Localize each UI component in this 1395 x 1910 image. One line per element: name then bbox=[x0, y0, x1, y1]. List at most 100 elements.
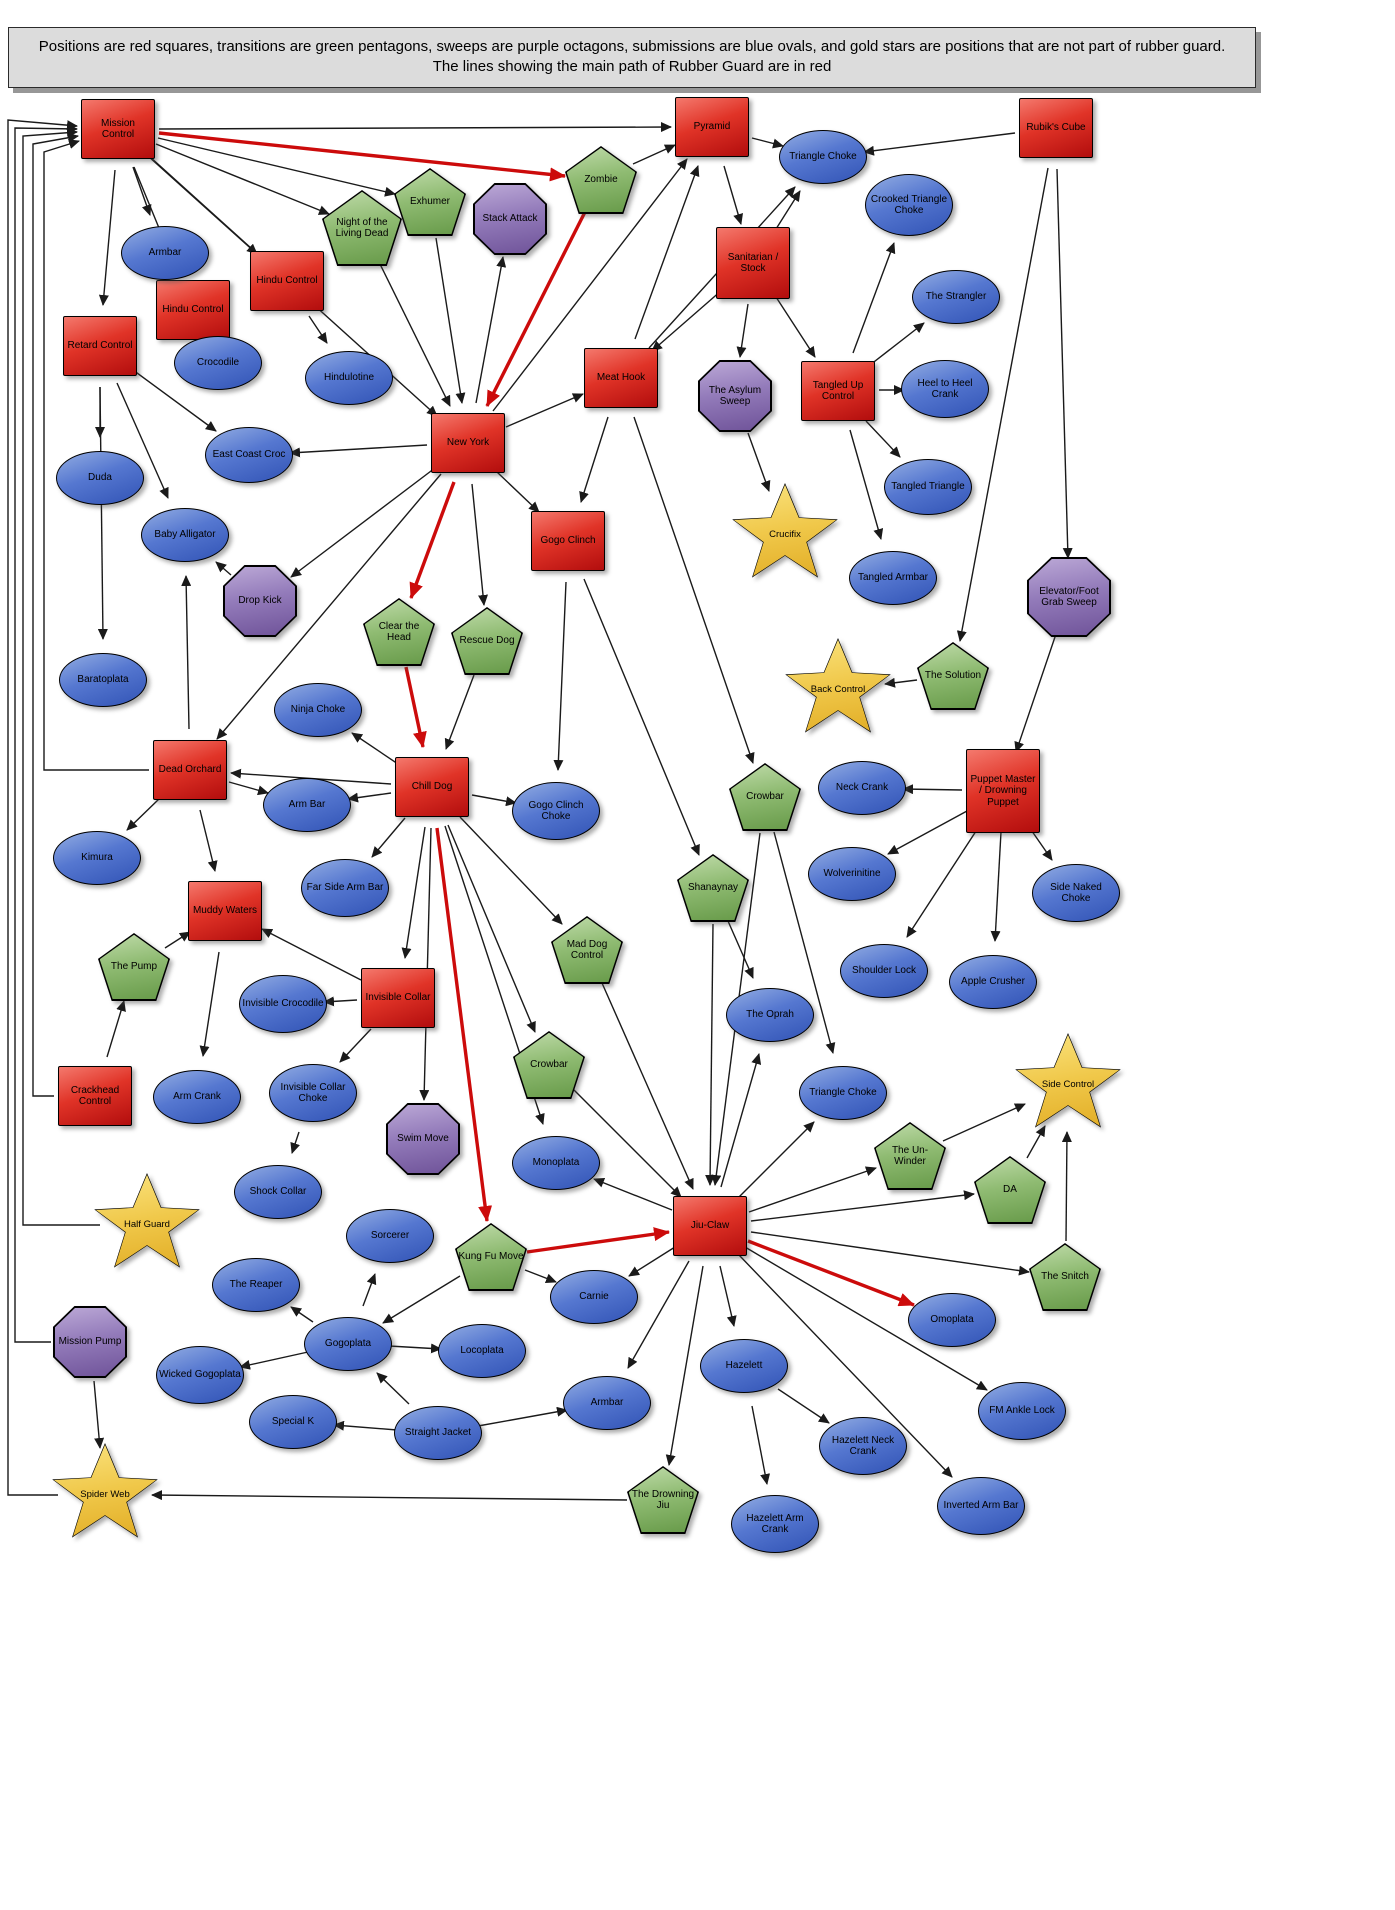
node-side-control: Side Control bbox=[1013, 1033, 1123, 1137]
node-carnie: Carnie bbox=[550, 1270, 638, 1324]
node-shape bbox=[840, 944, 928, 998]
node-shape bbox=[901, 360, 989, 418]
edge-zombie--pyramid bbox=[632, 144, 676, 165]
node-label: Triangle Choke bbox=[809, 1087, 877, 1099]
node-label: The Drowning Jiu bbox=[631, 1488, 695, 1511]
edge-the-drowning-jiu--spider-web bbox=[151, 1490, 628, 1501]
node-shape bbox=[263, 778, 351, 832]
node-side-naked-choke: Side Naked Choke bbox=[1032, 864, 1120, 922]
node-label: Mission Control bbox=[101, 117, 135, 140]
node-label: The Snitch bbox=[1041, 1271, 1089, 1283]
node-shape bbox=[819, 1417, 907, 1475]
node-shoulder-lock: Shoulder Lock bbox=[840, 944, 928, 998]
node-the-snitch: The Snitch bbox=[1029, 1243, 1101, 1311]
node-label: Tangled Triangle bbox=[891, 481, 965, 493]
edge-clear-the-head--chill-dog bbox=[404, 666, 427, 748]
node-label: Crucifix bbox=[769, 528, 801, 540]
node-hindu-control-a: Hindu Control bbox=[250, 251, 324, 311]
node-shape bbox=[808, 847, 896, 901]
edge-jiu-claw--hazelett bbox=[719, 1265, 737, 1327]
node-label: Apple Crusher bbox=[961, 976, 1025, 988]
edge-invisible-collar--muddy-waters bbox=[261, 928, 362, 981]
node-heel-to-heel-crank: Heel to Heel Crank bbox=[901, 360, 989, 418]
node-shape bbox=[141, 508, 229, 562]
node-invisible-collar-choke: Invisible Collar Choke bbox=[269, 1064, 357, 1122]
node-label: Crackhead Control bbox=[70, 1084, 120, 1107]
edge-tangled-up-control--tangled-triangle bbox=[865, 420, 901, 458]
edge-rubiks-cube--triangle-choke-1 bbox=[863, 132, 1016, 156]
node-kung-fu-move: Kung Fu Move bbox=[455, 1223, 527, 1291]
node-kimura: Kimura bbox=[53, 831, 141, 885]
node-the-strangler: The Strangler bbox=[912, 270, 1000, 324]
edge-sanitarian-stock--meat-hook bbox=[651, 289, 723, 352]
edge-chill-dog--mad-dog-control bbox=[459, 816, 563, 925]
node-label: Hazelett Neck Crank bbox=[831, 1434, 895, 1457]
node-shape bbox=[188, 881, 262, 941]
node-shape bbox=[59, 653, 147, 707]
edge-zombie--new-york bbox=[485, 211, 587, 407]
node-gogo-clinch: Gogo Clinch bbox=[531, 511, 605, 571]
edge-jiu-claw--the-un-winder bbox=[748, 1166, 877, 1213]
node-monoplata: Monoplata bbox=[512, 1136, 600, 1190]
edge-jiu-claw--the-snitch bbox=[750, 1231, 1030, 1276]
node-rescue-dog: Rescue Dog bbox=[451, 607, 523, 675]
node-shape bbox=[395, 757, 469, 817]
node-swim-move: Swim Move bbox=[386, 1103, 460, 1175]
node-shape bbox=[512, 1136, 600, 1190]
edge-hindu-control-a--hindulotine bbox=[308, 315, 328, 344]
node-label: Drop Kick bbox=[238, 595, 282, 607]
node-shape bbox=[121, 226, 209, 280]
node-crocodile: Crocodile bbox=[174, 336, 262, 390]
node-shape bbox=[584, 348, 658, 408]
node-label: Clear the Head bbox=[378, 620, 420, 643]
node-label: The Un-Winder bbox=[891, 1144, 929, 1167]
node-label: Rubik's Cube bbox=[1026, 122, 1086, 134]
edge-invisible-collar--invisible-collar-choke bbox=[339, 1028, 372, 1063]
node-apple-crusher: Apple Crusher bbox=[949, 955, 1037, 1009]
node-armbar-top: Armbar bbox=[121, 226, 209, 280]
edge-new-york--clear-the-head bbox=[409, 481, 456, 599]
node-label: Armbar bbox=[590, 1397, 624, 1409]
node-retard-control: Retard Control bbox=[63, 316, 137, 376]
node-label: Sanitarian / Stock bbox=[727, 251, 779, 274]
node-label: Monoplata bbox=[532, 1157, 580, 1169]
node-shape bbox=[937, 1477, 1025, 1535]
node-shape bbox=[234, 1165, 322, 1219]
edge-mission-control--pyramid bbox=[158, 122, 672, 133]
edge-puppet-master--neck-crank bbox=[902, 784, 963, 795]
edge-dead-orchard--muddy-waters bbox=[199, 809, 218, 872]
node-label: Elevator/Foot Grab Sweep bbox=[1039, 585, 1099, 608]
edge-muddy-waters--arm-crank bbox=[199, 951, 220, 1057]
edge-pyramid--triangle-choke-1 bbox=[751, 137, 784, 149]
node-label: Wolverinitine bbox=[823, 868, 881, 880]
legend-note: Positions are red squares, transitions a… bbox=[8, 27, 1256, 88]
node-label: FM Ankle Lock bbox=[989, 1405, 1055, 1417]
edge-sanitarian-stock--asylum-sweep bbox=[736, 303, 749, 358]
edge-exhumer--new-york bbox=[435, 237, 466, 404]
node-east-coast-croc: East Coast Croc bbox=[205, 427, 293, 483]
edge-mad-dog-control--jiu-claw bbox=[601, 982, 694, 1190]
node-tangled-triangle: Tangled Triangle bbox=[884, 459, 972, 515]
node-label: DA bbox=[1003, 1184, 1017, 1196]
node-shape bbox=[801, 361, 875, 421]
node-the-oprah: The Oprah bbox=[726, 988, 814, 1042]
node-label: The Oprah bbox=[746, 1009, 794, 1021]
edge-spider-web--mission-control bbox=[7, 119, 78, 1496]
node-shape bbox=[673, 1196, 747, 1256]
node-label: Exhumer bbox=[409, 196, 450, 208]
node-label: The Strangler bbox=[925, 291, 987, 303]
node-far-side-arm-bar: Far Side Arm Bar bbox=[301, 859, 389, 917]
edge-rubiks-cube--elevator-sweep bbox=[1056, 168, 1073, 559]
edge-new-york--meat-hook bbox=[505, 393, 584, 428]
node-label: Puppet Master / Drowning Puppet bbox=[970, 774, 1036, 808]
node-label: Triangle Choke bbox=[789, 151, 857, 163]
node-meat-hook: Meat Hook bbox=[584, 348, 658, 408]
edge-new-york--dead-orchard bbox=[216, 473, 442, 740]
node-shape bbox=[438, 1324, 526, 1378]
node-special-k: Special K bbox=[249, 1395, 337, 1449]
node-shape bbox=[474, 184, 546, 254]
node-label: Invisible Collar bbox=[365, 992, 431, 1004]
node-shape bbox=[563, 1376, 651, 1430]
node-shape bbox=[884, 459, 972, 515]
node-shape bbox=[305, 351, 393, 405]
